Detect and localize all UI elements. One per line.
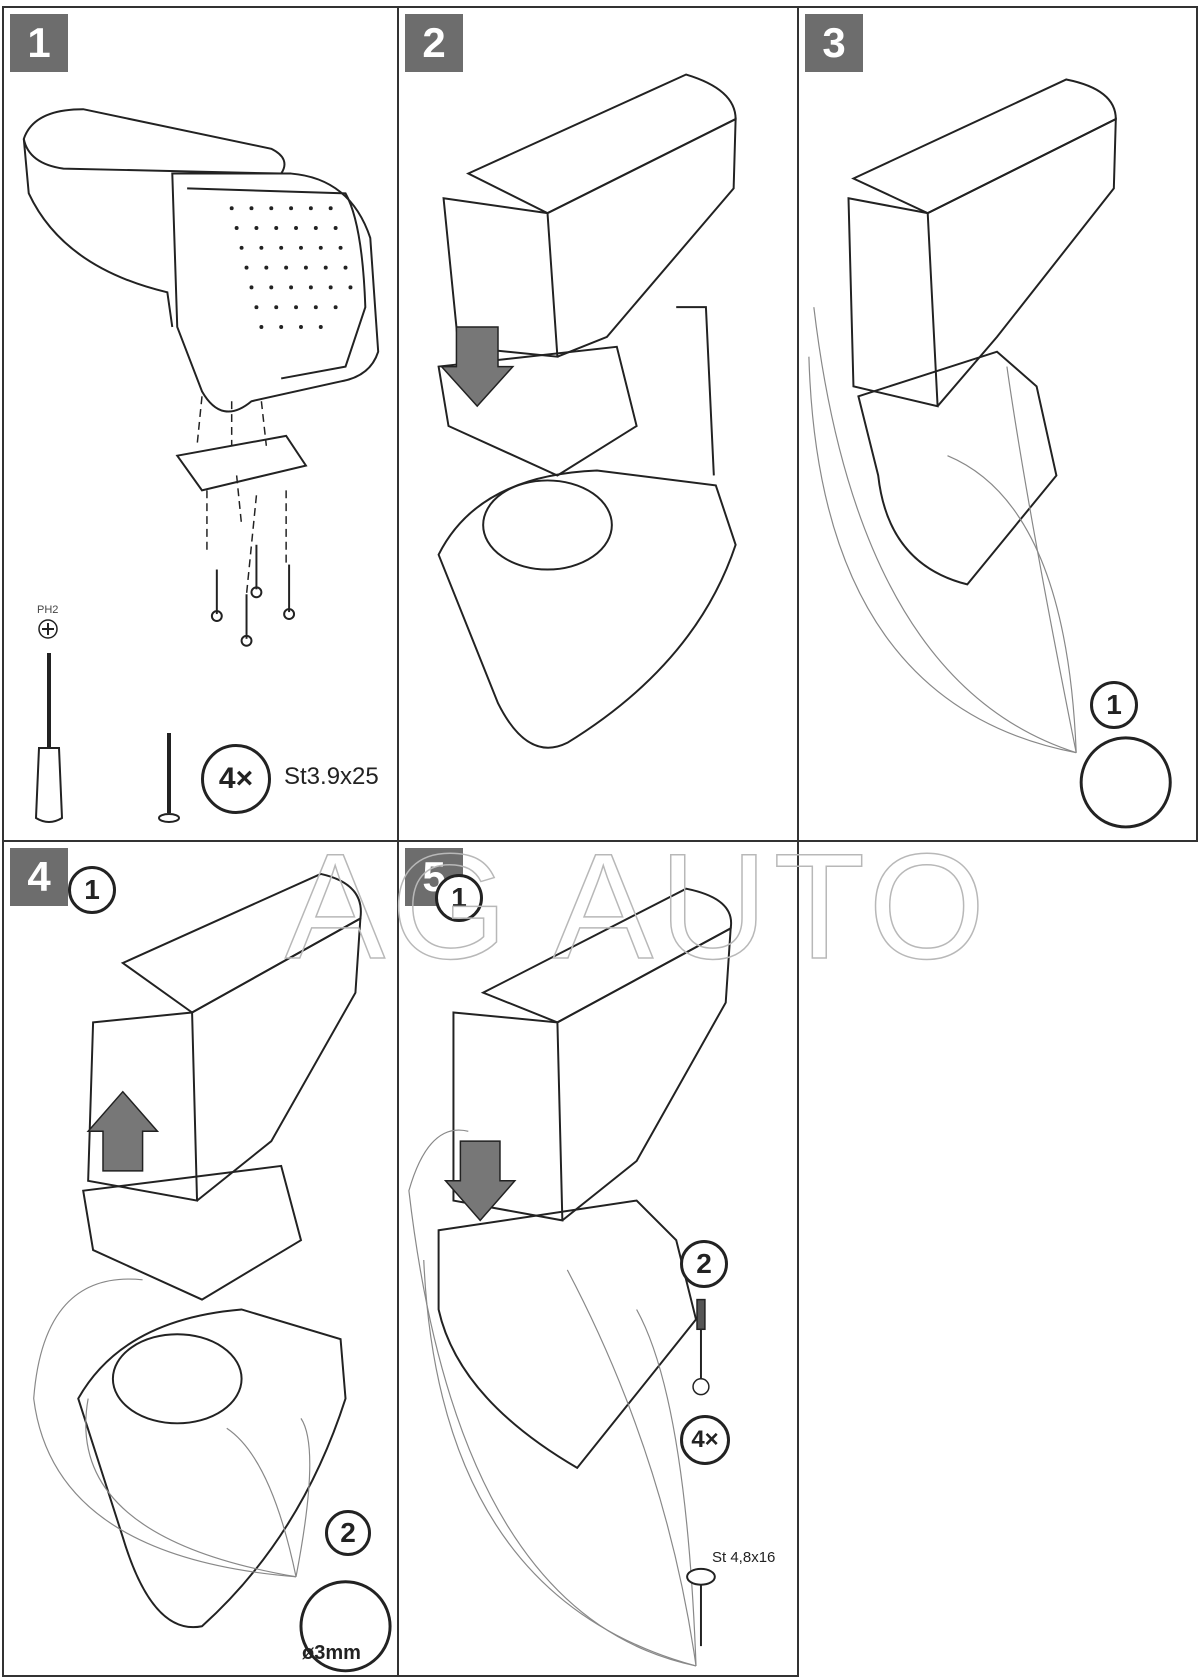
screw-spec-label: St 4,8x16 [712, 1549, 776, 1566]
up-arrow-icon [86, 1090, 160, 1172]
step-panel-5: 5 [397, 840, 799, 1677]
down-arrow-icon [443, 1140, 517, 1222]
armrest-screw-fix-illustration [408, 887, 733, 1667]
drill-size-label: ø3mm [302, 1642, 361, 1664]
step-number-badge: 4 [10, 848, 68, 906]
step-panel-1: 1 [2, 6, 399, 842]
guide-lines [808, 307, 1077, 754]
armrest-fitted-illustration [808, 78, 1172, 829]
down-arrow-icon [439, 326, 515, 408]
screw-icon [158, 733, 180, 823]
armrest-mounting-illustration [437, 73, 737, 749]
substep-circle-1: 1 [68, 866, 116, 914]
step-panel-4: 4 1 2 ø3mm [2, 840, 399, 1677]
step-number-badge: 1 [10, 14, 68, 72]
screwdriver-icon [692, 1298, 710, 1396]
hand-press-icon [1079, 736, 1172, 829]
step-panel-3: 3 1 [797, 6, 1198, 842]
step-panel-2: 2 [397, 6, 799, 842]
screwdriver-icon [34, 653, 64, 823]
tool-label: PH2 [37, 604, 59, 616]
screws [210, 544, 296, 647]
step-number-badge: 2 [405, 14, 463, 72]
guide-lines [33, 1278, 311, 1578]
screw-icon [686, 1567, 716, 1647]
armrest-exploded-illustration [22, 108, 380, 647]
perforation-dots [229, 206, 353, 329]
phillips-head-icon [38, 619, 58, 639]
quantity-circle: 4× [201, 744, 271, 814]
substep-circle: 1 [1090, 681, 1138, 729]
step-number-badge: 3 [805, 14, 863, 72]
armrest-lift-illustration [33, 872, 392, 1673]
guide-lines [408, 1129, 697, 1667]
substep-circle-2: 2 [680, 1240, 728, 1288]
substep-circle-1: 1 [435, 874, 483, 922]
quantity-circle: 4× [680, 1415, 730, 1465]
screw-spec-label: St3.9x25 [284, 763, 379, 790]
drill-bit-icon [299, 1580, 392, 1673]
substep-circle-2: 2 [325, 1510, 371, 1556]
